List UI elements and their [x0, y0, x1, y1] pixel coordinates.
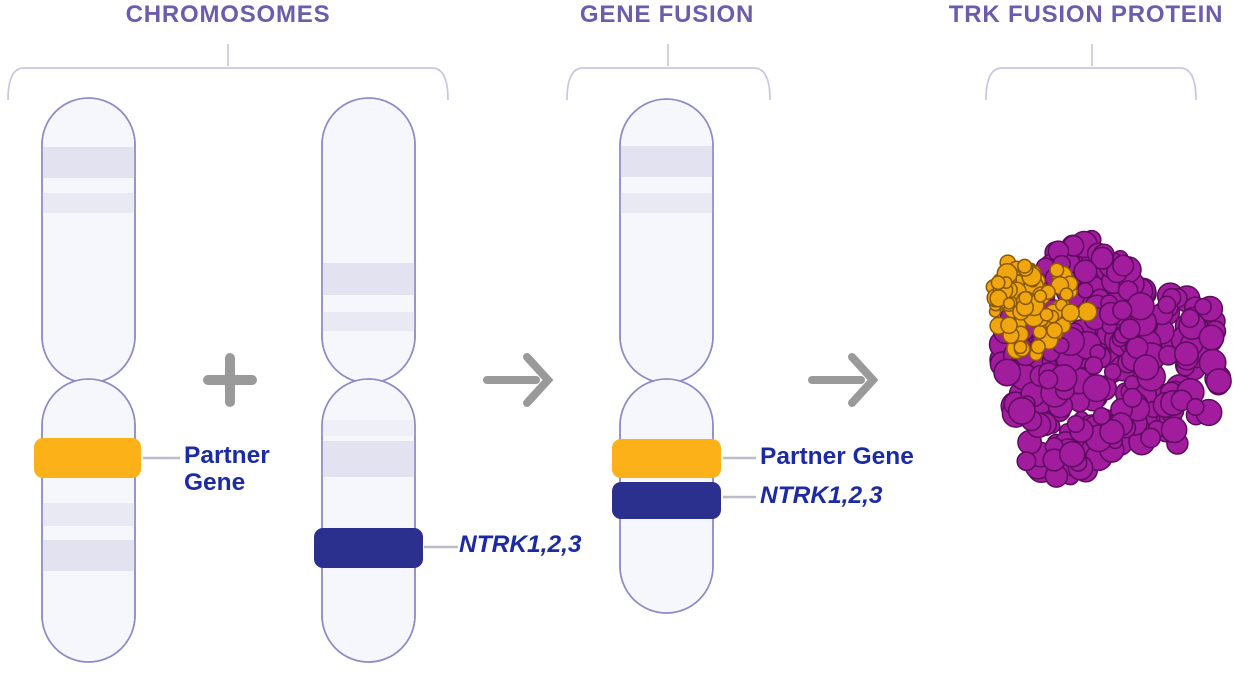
- header-trk-fusion-protein: TRK FUSION PROTEIN: [948, 1, 1224, 28]
- arrow-icon: [483, 353, 554, 407]
- chromosome-upper-arm: [41, 97, 136, 384]
- chromosome-lower-arm: [41, 378, 136, 663]
- plus-icon: [203, 353, 257, 407]
- chromosome-upper-arm: [619, 98, 714, 384]
- ntrk-genes-label: NTRK1,2,3: [459, 531, 582, 558]
- chromosome-lower-arm: [321, 378, 416, 663]
- ntrk-genes-label: NTRK1,2,3: [760, 482, 883, 509]
- chromosome-ntrk: [314, 97, 423, 663]
- partner-gene-label: Partner Gene: [184, 442, 270, 496]
- brace-chromosomes: [7, 44, 449, 101]
- chromosome-fused: [612, 98, 721, 614]
- partner-gene-label: Partner Gene: [760, 443, 914, 470]
- partner-gene-band: [34, 438, 141, 478]
- header-chromosomes: CHROMOSOMES: [125, 1, 331, 28]
- trk-fusion-protein-structure: [985, 229, 1232, 488]
- chromosome-partner: [34, 97, 141, 663]
- brace-gene-fusion: [566, 44, 771, 101]
- ntrk-gene-band: [612, 482, 721, 519]
- arrow-icon: [808, 353, 879, 407]
- brace-trk-fusion-protein: [985, 44, 1197, 101]
- ntrk-gene-band: [314, 528, 423, 568]
- partner-gene-band: [612, 439, 721, 478]
- chromosome-upper-arm: [321, 97, 416, 384]
- header-gene-fusion: GENE FUSION: [579, 1, 755, 28]
